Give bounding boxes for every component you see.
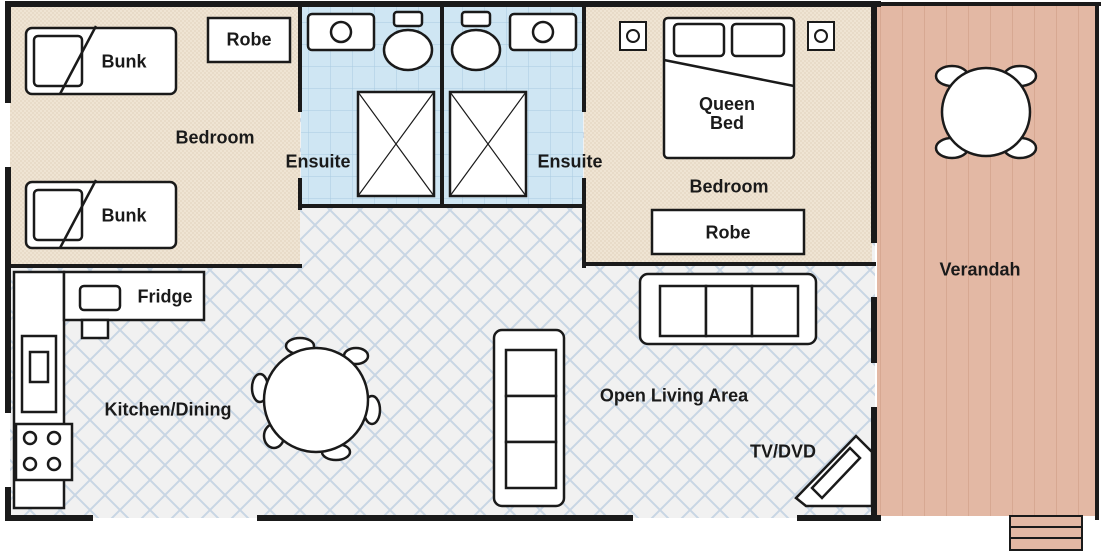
ensuite-right-fixtures (448, 10, 578, 198)
bedside-tables (619, 21, 835, 51)
bunk-top-label: Bunk (101, 51, 147, 72)
open-living-area-label: Open Living Area (599, 385, 749, 406)
tv-unit (794, 434, 874, 508)
robe-right-label: Robe (705, 222, 751, 243)
bedroom-right-label: Bedroom (689, 176, 769, 197)
kitchen-bench (12, 270, 206, 510)
sofa-vertical (492, 328, 566, 508)
verandah-table (934, 64, 1038, 160)
dining-table (250, 336, 382, 462)
kitchen-dining-label: Kitchen/Dining (104, 399, 232, 420)
robe-right (650, 208, 806, 256)
tv-dvd-label: TV/DVD (749, 441, 817, 462)
verandah-label: Verandah (939, 259, 1021, 280)
ensuite-right-label: Ensuite (537, 151, 603, 172)
bunk-bottom-label: Bunk (101, 205, 147, 226)
queen-bed (662, 16, 796, 160)
bunk-bed-bottom (24, 179, 178, 250)
ensuite-left-fixtures (306, 10, 436, 198)
walls (5, 1, 1101, 521)
robe-left (206, 16, 292, 64)
verandah-steps (1009, 515, 1083, 551)
bunk-bed-top (24, 25, 178, 96)
fridge-label: Fridge (137, 286, 193, 307)
queen-bed-label: Queen Bed (698, 94, 756, 133)
bedroom-left-label: Bedroom (175, 127, 255, 148)
ensuite-left-label: Ensuite (285, 151, 351, 172)
sofa-horizontal (638, 272, 818, 346)
robe-left-label: Robe (226, 29, 272, 50)
